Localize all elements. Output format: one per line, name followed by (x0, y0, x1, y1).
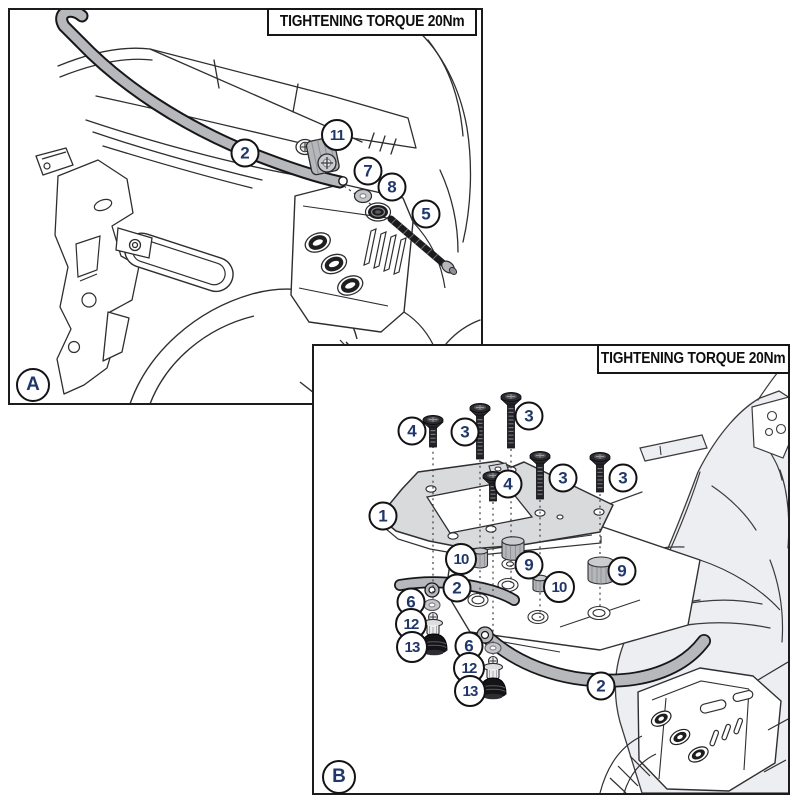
panel-b-torque-label: TIGHTENING TORQUE 20Nm (597, 344, 790, 374)
callout-1: 1 (368, 501, 398, 531)
callout-2: 2 (586, 671, 616, 701)
callout-10: 10 (543, 571, 575, 603)
fastener-stack-2 (479, 641, 507, 700)
callout-9: 9 (514, 550, 544, 580)
callout-13: 13 (454, 675, 486, 707)
callout-2: 2 (442, 573, 472, 603)
panel-b-letter: B (332, 766, 346, 787)
callout-13: 13 (396, 631, 428, 663)
callout-3: 3 (548, 463, 578, 493)
panel-a (8, 8, 483, 405)
callout-9: 9 (607, 556, 637, 586)
panel-a-torque-text: TIGHTENING TORQUE 20Nm (279, 13, 465, 31)
screws (421, 392, 612, 502)
panel-a-line-art (35, 10, 481, 403)
panel-b-line-art (378, 359, 788, 793)
panel-a-letter-badge: A (16, 368, 50, 402)
callout-3: 3 (514, 401, 544, 431)
callout-5: 5 (411, 199, 441, 229)
panel-b (312, 344, 790, 795)
panel-b-torque-text: TIGHTENING TORQUE 20Nm (601, 350, 786, 368)
callout-8: 8 (377, 172, 407, 202)
callout-4: 4 (493, 469, 523, 499)
callout-11: 11 (321, 119, 353, 151)
callout-3: 3 (450, 417, 480, 447)
panel-a-torque-label: TIGHTENING TORQUE 20Nm (267, 8, 477, 36)
callout-3: 3 (608, 463, 638, 493)
panel-a-letter: A (26, 374, 40, 395)
callout-10: 10 (445, 543, 477, 575)
panel-b-letter-badge: B (322, 760, 356, 794)
callout-4: 4 (397, 416, 427, 446)
callout-2: 2 (230, 138, 260, 168)
